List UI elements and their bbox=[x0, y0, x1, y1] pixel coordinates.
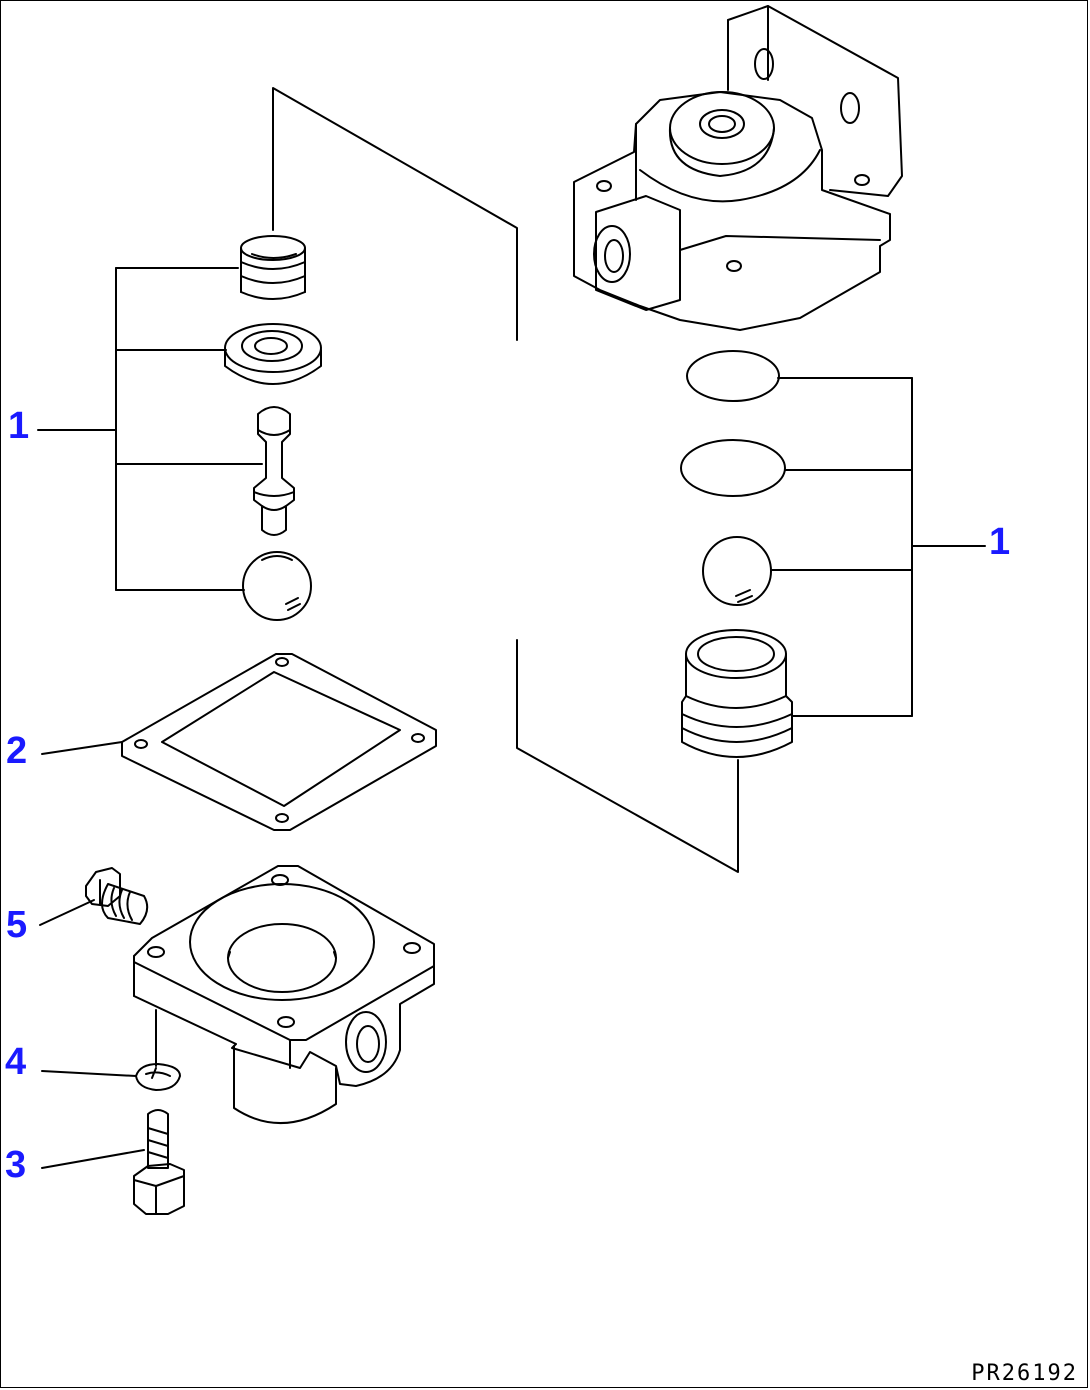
lower-valve-body bbox=[133, 865, 435, 1125]
ball-part bbox=[242, 551, 312, 621]
callout-gasket: 2 bbox=[6, 730, 28, 772]
callout-bolt: 3 bbox=[5, 1144, 27, 1186]
washer-part bbox=[135, 1063, 181, 1091]
gasket-leader bbox=[41, 741, 123, 755]
bolt-part bbox=[133, 1109, 185, 1215]
plug-leader bbox=[39, 899, 95, 926]
plug-part bbox=[85, 867, 149, 925]
washer-leader bbox=[41, 1070, 137, 1077]
right-kit-leaders bbox=[770, 377, 986, 717]
spring-part bbox=[240, 235, 306, 300]
kit-bracket bbox=[272, 87, 739, 873]
gasket-part bbox=[121, 653, 437, 831]
valve-stem-part bbox=[253, 406, 295, 536]
o-ring-lower bbox=[680, 439, 786, 497]
callout-left-kit: 1 bbox=[8, 405, 30, 447]
bolt-leader bbox=[41, 1149, 145, 1169]
callout-right-kit: 1 bbox=[989, 521, 1011, 563]
upper-valve-body bbox=[573, 5, 903, 331]
drawing-code: PR26192 bbox=[971, 1361, 1078, 1386]
callout-washer: 4 bbox=[5, 1041, 27, 1083]
ball-part-right bbox=[702, 536, 772, 606]
callout-plug: 5 bbox=[6, 904, 28, 946]
sleeve-part bbox=[681, 629, 793, 758]
valve-seat-part bbox=[224, 323, 322, 385]
left-kit-leaders bbox=[37, 267, 263, 591]
o-ring-upper bbox=[686, 350, 780, 402]
